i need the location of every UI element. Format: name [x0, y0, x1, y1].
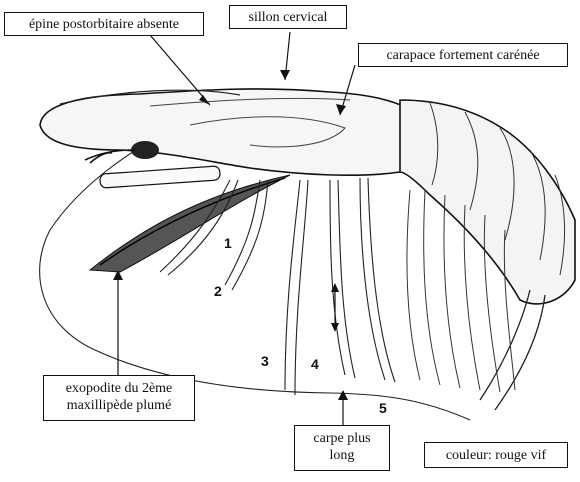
label-couleur: couleur: rouge vif [424, 442, 568, 468]
antennal-scale [100, 166, 221, 188]
label-carapace: carapace fortement carénée [358, 43, 568, 67]
antennule [85, 150, 135, 163]
label-carpe: carpe plus long [294, 425, 390, 471]
carapace [40, 89, 424, 175]
eye [131, 141, 159, 159]
leg-3 [285, 180, 308, 395]
plumose-exopodite [90, 175, 290, 272]
label-sillon-cervical: sillon cervical [229, 5, 347, 29]
leg-5 [360, 178, 395, 382]
leg-number-2: 2 [214, 283, 222, 299]
leg-number-5: 5 [379, 400, 387, 416]
label-exopodite-line1: exopodite du 2ème [44, 380, 194, 397]
abdomen [400, 100, 575, 304]
leg-4 [330, 180, 355, 378]
label-epine-postorbitaire: épine postorbitaire absente [4, 12, 204, 36]
label-carpe-line1: carpe plus [295, 430, 389, 447]
pleopod-rear [480, 290, 545, 410]
leg-number-1: 1 [224, 235, 232, 251]
leg-number-4: 4 [311, 356, 319, 372]
label-carpe-line2: long [295, 447, 389, 464]
label-exopodite: exopodite du 2ème maxillipède plumé [43, 375, 195, 421]
label-exopodite-line2: maxillipède plumé [44, 397, 194, 414]
leg-number-3: 3 [261, 353, 269, 369]
